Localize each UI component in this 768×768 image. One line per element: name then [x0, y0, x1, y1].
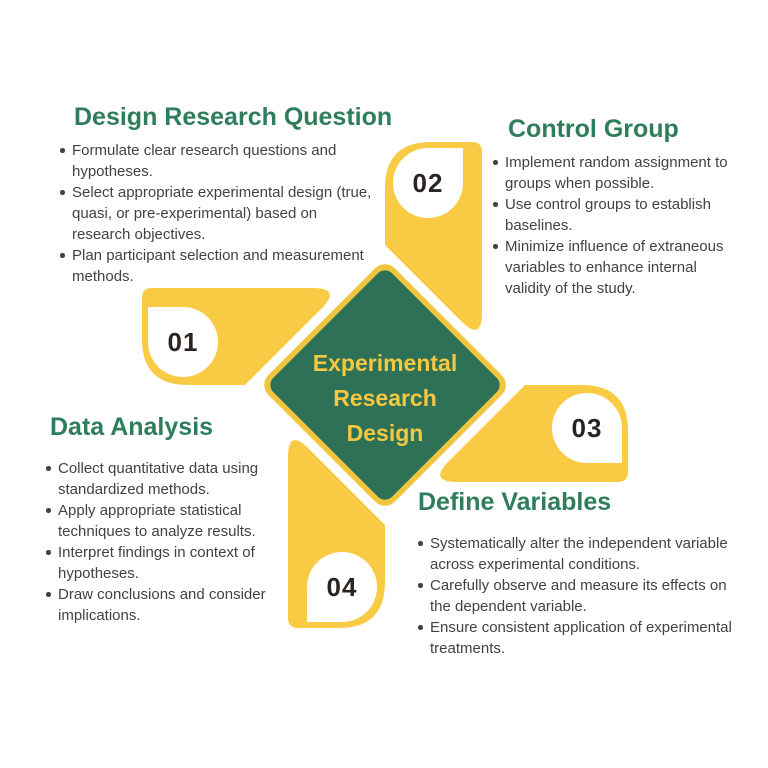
bullet-list: Systematically alter the independent var…	[418, 533, 746, 659]
center-title-line-2: Research	[333, 385, 437, 411]
section-data-analysis: Data Analysis Collect quantitative data …	[42, 413, 277, 626]
center-diamond	[270, 270, 500, 500]
bullet-item: Use control groups to establish baseline…	[493, 194, 742, 236]
section-design-research-question: Design Research Question Formulate clear…	[58, 103, 408, 287]
bullet-list: Formulate clear research questions and h…	[60, 140, 372, 287]
bullet-item: Draw conclusions and consider implicatio…	[46, 584, 274, 626]
bullet-item: Select appropriate experimental design (…	[60, 184, 372, 243]
bullet-item: Systematically alter the independent var…	[418, 533, 746, 575]
section-control-group: Control Group Implement random assignmen…	[492, 115, 750, 299]
bullet-item: Apply appropriate statistical techniques…	[46, 500, 274, 542]
section-title: Control Group	[508, 115, 679, 143]
bullet-item: Minimize influence of extraneous variabl…	[493, 236, 742, 299]
center-title-line-3: Design	[347, 420, 424, 446]
section-title: Define Variables	[418, 488, 612, 516]
bullet-list: Implement random assignment to groups wh…	[493, 152, 742, 299]
bullet-item: Formulate clear research questions and h…	[60, 140, 372, 182]
bullet-item: Implement random assignment to groups wh…	[493, 152, 742, 194]
step-number-04: 04	[327, 572, 358, 602]
step-number-01: 01	[168, 327, 199, 357]
section-define-variables: Define Variables Systematically alter th…	[418, 488, 753, 659]
bullet-item: Plan participant selection and measureme…	[60, 245, 372, 287]
section-title: Data Analysis	[50, 413, 214, 441]
bullet-list: Collect quantitative data using standard…	[46, 458, 274, 626]
bullet-item: Interpret findings in context of hypothe…	[46, 542, 274, 584]
bullet-item: Ensure consistent application of experim…	[418, 617, 746, 659]
step-number-03: 03	[572, 413, 603, 443]
section-title: Design Research Question	[74, 103, 393, 131]
bullet-item: Collect quantitative data using standard…	[46, 458, 274, 500]
bullet-item: Carefully observe and measure its effect…	[418, 575, 746, 617]
step-number-02: 02	[413, 168, 444, 198]
center-title-line-1: Experimental	[313, 350, 457, 376]
